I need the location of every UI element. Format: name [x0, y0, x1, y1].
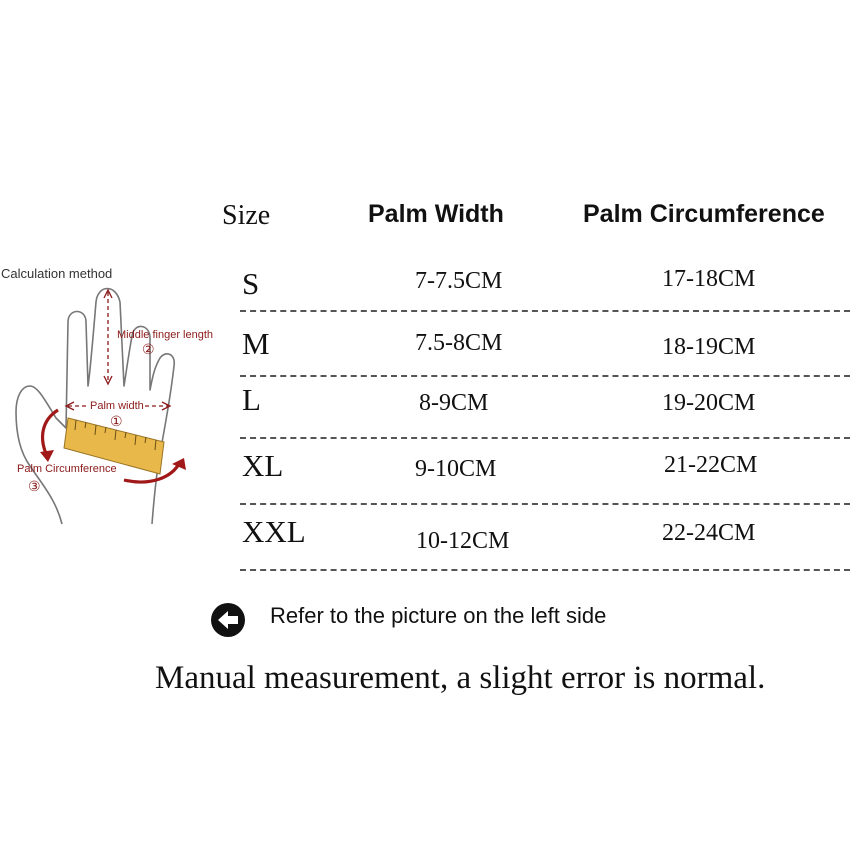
row-divider [240, 437, 850, 439]
row-divider [240, 503, 850, 505]
size-cell: M [242, 326, 270, 361]
table-row: S 7-7.5CM 17-18CM [0, 262, 850, 322]
row-divider [240, 310, 850, 312]
hand-outline-icon [15, 287, 176, 525]
palm-width-cell: 7-7.5CM [415, 268, 503, 294]
table-row: XL 9-10CM 21-22CM [0, 448, 850, 508]
measurement-note: Manual measurement, a slight error is no… [155, 660, 766, 696]
palm-circumference-cell: 21-22CM [664, 452, 758, 478]
header-palm-width: Palm Width [368, 200, 504, 228]
size-cell: L [242, 382, 261, 417]
left-arrow-icon [211, 603, 245, 637]
size-cell: XL [242, 448, 284, 483]
refer-text: Refer to the picture on the left side [270, 603, 607, 628]
palm-width-cell: 9-10CM [415, 456, 497, 482]
measuring-tape-icon [63, 417, 165, 475]
row-divider [240, 375, 850, 377]
table-row: L 8-9CM 19-20CM [0, 382, 850, 442]
palm-circumference-cell: 17-18CM [662, 266, 756, 292]
table-row: M 7.5-8CM 18-19CM [0, 326, 850, 386]
diagram-title: Calculation method [1, 266, 112, 281]
size-cell: S [242, 266, 260, 301]
palm-width-label: Palm width [90, 400, 144, 412]
palm-circumference-number: ③ [28, 478, 41, 494]
palm-width-number: ① [110, 413, 123, 429]
header-size: Size [222, 200, 271, 231]
row-divider [240, 569, 850, 571]
size-cell: XXL [242, 514, 306, 549]
hand-measurement-diagram: Calculation method Middle finger length … [1, 266, 213, 525]
palm-width-cell: 10-12CM [416, 528, 510, 554]
palm-circumference-label: Palm Circumference [17, 463, 117, 475]
palm-circumference-cell: 22-24CM [662, 520, 756, 546]
table-row: XXL 10-12CM 22-24CM [0, 514, 850, 574]
middle-finger-label: Middle finger length [117, 329, 213, 341]
palm-width-cell: 7.5-8CM [415, 330, 503, 356]
palm-width-cell: 8-9CM [419, 390, 489, 416]
middle-finger-number: ② [142, 341, 155, 357]
palm-circumference-cell: 18-19CM [662, 334, 756, 360]
palm-circumference-cell: 19-20CM [662, 390, 756, 416]
header-palm-circumference: Palm Circumference [583, 200, 825, 228]
